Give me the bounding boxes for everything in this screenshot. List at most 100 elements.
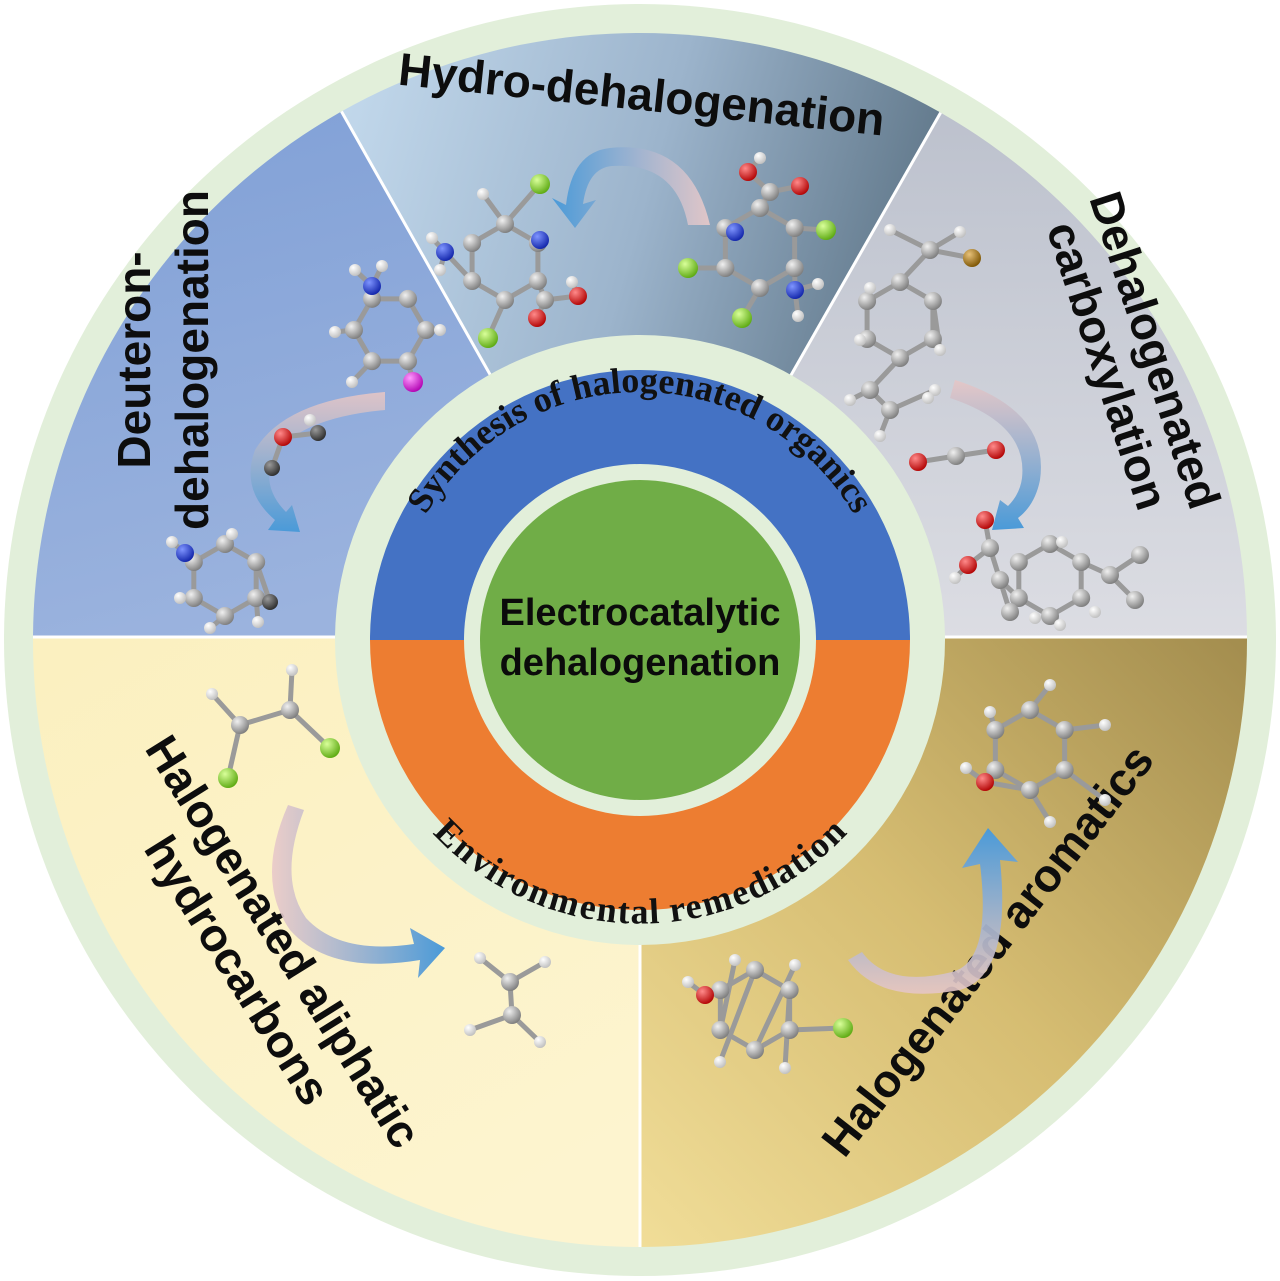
carbon-atom — [399, 352, 417, 371]
hydrogen-atom — [934, 344, 946, 356]
carbon-atom — [981, 539, 999, 557]
molecule-chlorophenol — [682, 954, 853, 1074]
carbon-atom — [921, 241, 939, 259]
carbon-atom — [1126, 591, 1144, 609]
carbon-atom — [711, 981, 730, 999]
carbon-atom — [501, 973, 519, 991]
carbon-atom — [247, 589, 266, 607]
carbon-atom — [247, 553, 266, 571]
hydrogen-atom — [349, 264, 361, 276]
hydrogen-atom — [792, 310, 804, 322]
sector-label-deuteron-line2: dehalogenation — [166, 190, 218, 530]
hydrogen-atom — [434, 324, 446, 336]
hydrogen-atom — [1056, 536, 1068, 548]
carbon-atom — [1009, 553, 1028, 571]
hydrogen-atom — [1099, 719, 1111, 731]
hydrogen-atom — [304, 414, 316, 426]
molecule-product-hydro — [426, 174, 587, 348]
oxygen-atom — [696, 986, 714, 1004]
nitrogen-atom — [363, 277, 381, 295]
hydrogen-atom — [174, 592, 186, 604]
chlorine-atom — [478, 328, 498, 348]
oxygen-atom — [987, 441, 1005, 459]
hydrogen-atom — [844, 394, 856, 406]
carbon-atom — [463, 234, 482, 252]
molecule-reactant-hydro — [678, 152, 836, 328]
hydrogen-atom — [874, 430, 886, 442]
carbon-atom — [746, 961, 764, 979]
sector-label-deuteron-group: Deuteron- dehalogenation — [108, 190, 218, 530]
carbon-atom — [1055, 761, 1074, 779]
carbon-atom — [1072, 589, 1091, 607]
carbon-atom — [858, 292, 877, 310]
hydrogen-atom — [566, 276, 578, 288]
hydrogen-atom — [539, 956, 551, 968]
carbon-atom — [399, 289, 417, 308]
hydrogen-atom — [1044, 816, 1056, 828]
carbon-atom — [785, 219, 804, 237]
hydrogen-atom — [779, 1062, 791, 1074]
center-title-line1: Electrocatalytic — [500, 592, 781, 634]
hydrogen-atom — [929, 384, 941, 396]
hydrogen-atom — [286, 664, 298, 676]
hydrogen-atom — [812, 278, 824, 290]
chemical-bond — [717, 969, 758, 1063]
center-circle — [480, 480, 800, 800]
carbon-atom — [881, 401, 899, 419]
hydrogen-atom — [1054, 619, 1066, 631]
bromine-atom — [963, 249, 981, 267]
chlorine-atom — [320, 738, 340, 758]
hydrogen-atom — [166, 536, 178, 548]
hydrogen-atom — [729, 954, 741, 966]
carbon-atom — [496, 215, 514, 233]
carbon-atom — [947, 447, 965, 465]
chlorine-atom — [530, 174, 550, 194]
hydrogen-atom — [426, 232, 438, 244]
hydrogen-atom — [960, 762, 972, 774]
carbon-atom — [184, 589, 203, 607]
hydrogen-atom — [464, 1024, 476, 1036]
hydrogen-atom — [954, 226, 966, 238]
reaction-arrow — [271, 805, 445, 978]
carbon-atom — [986, 761, 1005, 779]
nitrogen-atom — [531, 231, 549, 249]
chlorine-atom — [816, 220, 836, 240]
molecule-carboxylic-product — [949, 511, 1149, 631]
center-title-line2: dehalogenation — [500, 642, 781, 684]
carbon-atom — [716, 259, 735, 277]
molecule-deuterated-aniline — [166, 528, 278, 634]
carbon-atom — [1101, 566, 1119, 584]
oxygen-atom — [739, 163, 757, 181]
carbon-atom — [281, 701, 299, 719]
oxygen-atom — [274, 428, 292, 446]
nitrogen-atom — [176, 544, 194, 562]
carbon-atom — [1001, 603, 1019, 621]
carbon-atom — [891, 349, 909, 367]
chemical-bond — [752, 963, 798, 1052]
molecule-dichloroethylene — [206, 664, 340, 788]
carbon-atom — [264, 460, 280, 476]
carbon-atom — [751, 199, 769, 217]
oxygen-atom — [976, 511, 994, 529]
reaction-arrow — [848, 828, 1018, 994]
carbon-atom — [1131, 546, 1149, 564]
carbon-atom — [262, 594, 278, 610]
chlorine-atom — [678, 258, 698, 278]
carbon-atom — [536, 291, 554, 309]
hydrogen-atom — [754, 152, 766, 164]
molecule-bromo-reactant — [844, 224, 981, 442]
chlorine-atom — [833, 1018, 853, 1038]
carbon-atom — [711, 1021, 730, 1039]
carbon-atom — [345, 321, 363, 339]
nitrogen-atom — [726, 223, 744, 241]
hydrogen-atom — [854, 334, 866, 346]
hydrogen-atom — [864, 282, 876, 294]
chlorine-atom — [218, 768, 238, 788]
reaction-arrow — [950, 380, 1041, 530]
hydrogen-atom — [329, 326, 341, 338]
hydrogen-atom — [252, 616, 264, 628]
oxygen-atom — [909, 453, 927, 471]
hydrogen-atom — [474, 952, 486, 964]
carbon-atom — [417, 321, 435, 339]
